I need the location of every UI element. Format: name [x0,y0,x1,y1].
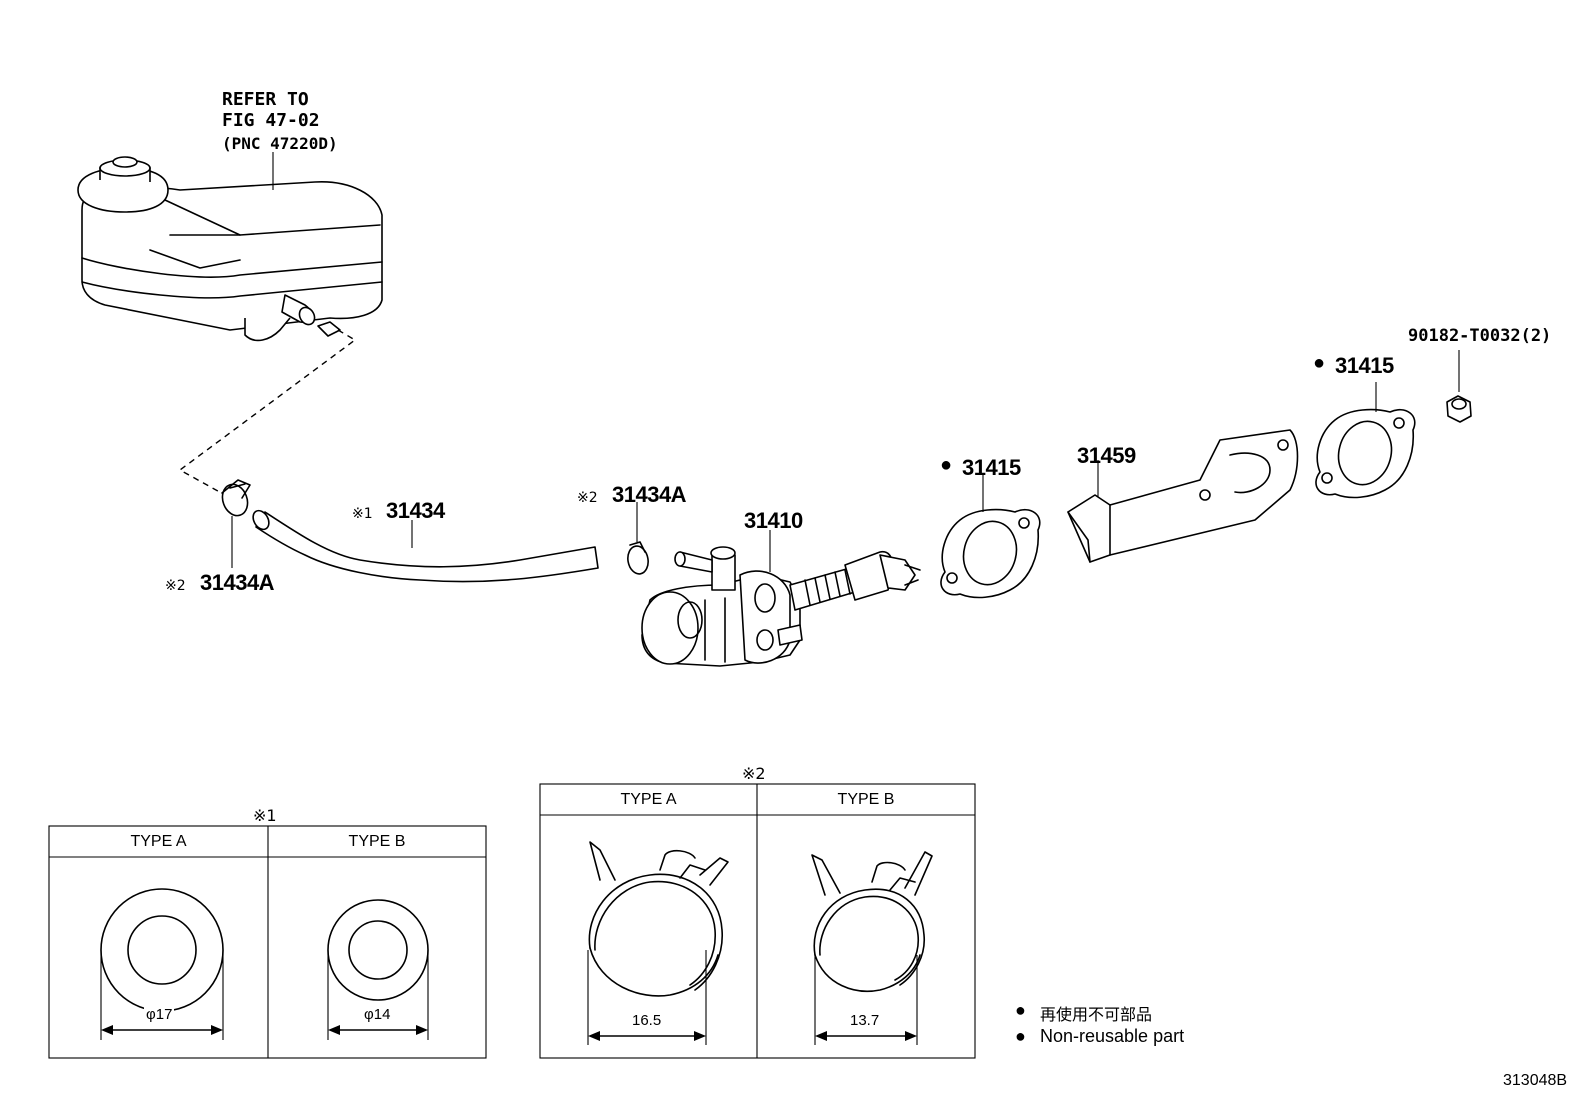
part-number-master-cylinder[interactable]: 31410 [744,508,803,533]
bracket-drawing [1067,429,1299,563]
part-number-clip-right[interactable]: 31434A [612,482,687,507]
hose-clip-right-drawing [627,502,649,575]
reservoir-tank-drawing [77,152,383,342]
non-reusable-bullet-icon: ● [1313,352,1325,374]
table1-dim-a: φ17 [144,1006,175,1023]
table2-dim-a: 16.5 [630,1012,664,1029]
table2-dim-b: 13.7 [848,1012,882,1029]
table1-col-a-header: TYPE A [130,833,187,850]
legend-english-text: Non-reusable part [1040,1026,1185,1046]
gasket-right-drawing [1315,382,1416,499]
legend-bullet-icon: ● [1015,1000,1026,1020]
table2-frame [539,783,976,1059]
legend-bullet-icon: ● [1015,1026,1026,1046]
note-mark-2: ※2 [577,490,598,506]
part-number-gasket-right[interactable]: 31415 [1335,353,1394,378]
reservoir-hose-drawing [252,509,599,583]
part-number-hose[interactable]: 31434 [386,498,445,523]
gasket-left-drawing [940,474,1041,599]
table1-dim-b: φ14 [362,1006,393,1023]
part-number-gasket-left[interactable]: 31415 [962,455,1021,480]
note-mark-2: ※2 [165,578,186,594]
reference-note-line2: FIG 47-02 [222,110,320,131]
legend-japanese-text: 再使用不可部品 [1040,1007,1153,1024]
part-number-clip-left[interactable]: 31434A [200,570,275,595]
non-reusable-bullet-icon: ● [940,454,952,476]
figure-code: 313048B [1503,1072,1568,1089]
note-mark-1: ※1 [352,506,373,522]
table1-title: ※1 [253,806,277,825]
reference-note-line3: (PNC 47220D) [222,134,338,153]
connection-dashed-line [178,329,357,496]
part-number-bracket[interactable]: 31459 [1077,443,1136,468]
hose-clip-left-drawing [221,479,251,568]
table2-title: ※2 [742,764,766,783]
reference-note-line1: REFER TO [222,89,309,110]
nut-drawing [1446,350,1472,423]
table1-col-b-header: TYPE B [348,833,406,850]
table2-col-a-header: TYPE A [620,791,677,808]
clutch-master-cylinder-drawing [641,530,921,667]
table1-frame [48,825,487,1059]
part-number-nut[interactable]: 90182-T0032(2) [1408,326,1552,346]
table2-col-b-header: TYPE B [837,791,895,808]
